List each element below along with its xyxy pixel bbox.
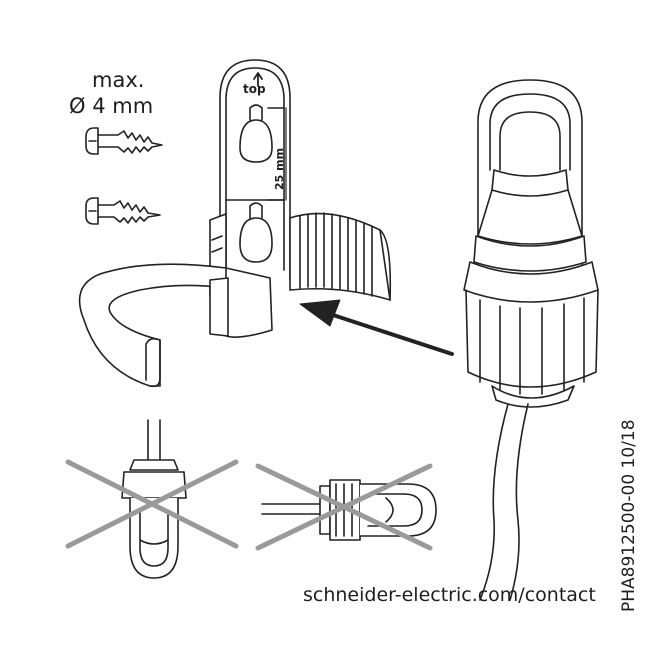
bracket [209, 59, 291, 297]
bracket-dimension-label: 25 mm [273, 147, 286, 190]
lamp-illustration [463, 79, 599, 601]
screw-diameter-label: Ø 4 mm [69, 94, 154, 118]
cross-out-icon [255, 463, 433, 551]
screw-icon [85, 127, 163, 155]
bracket-top-label: top [243, 82, 266, 96]
arrow-icon [299, 299, 454, 356]
screw-icon [85, 197, 161, 225]
cross-out-icon [65, 459, 239, 549]
max-screw-label: max. [92, 68, 145, 92]
cable-strap [78, 263, 273, 388]
wrong-mount-1 [121, 419, 187, 579]
bracket-clip [289, 212, 392, 301]
document-code: PHA8912500-00 10/18 [619, 419, 639, 612]
contact-url: schneider-electric.com/contact [303, 584, 596, 606]
